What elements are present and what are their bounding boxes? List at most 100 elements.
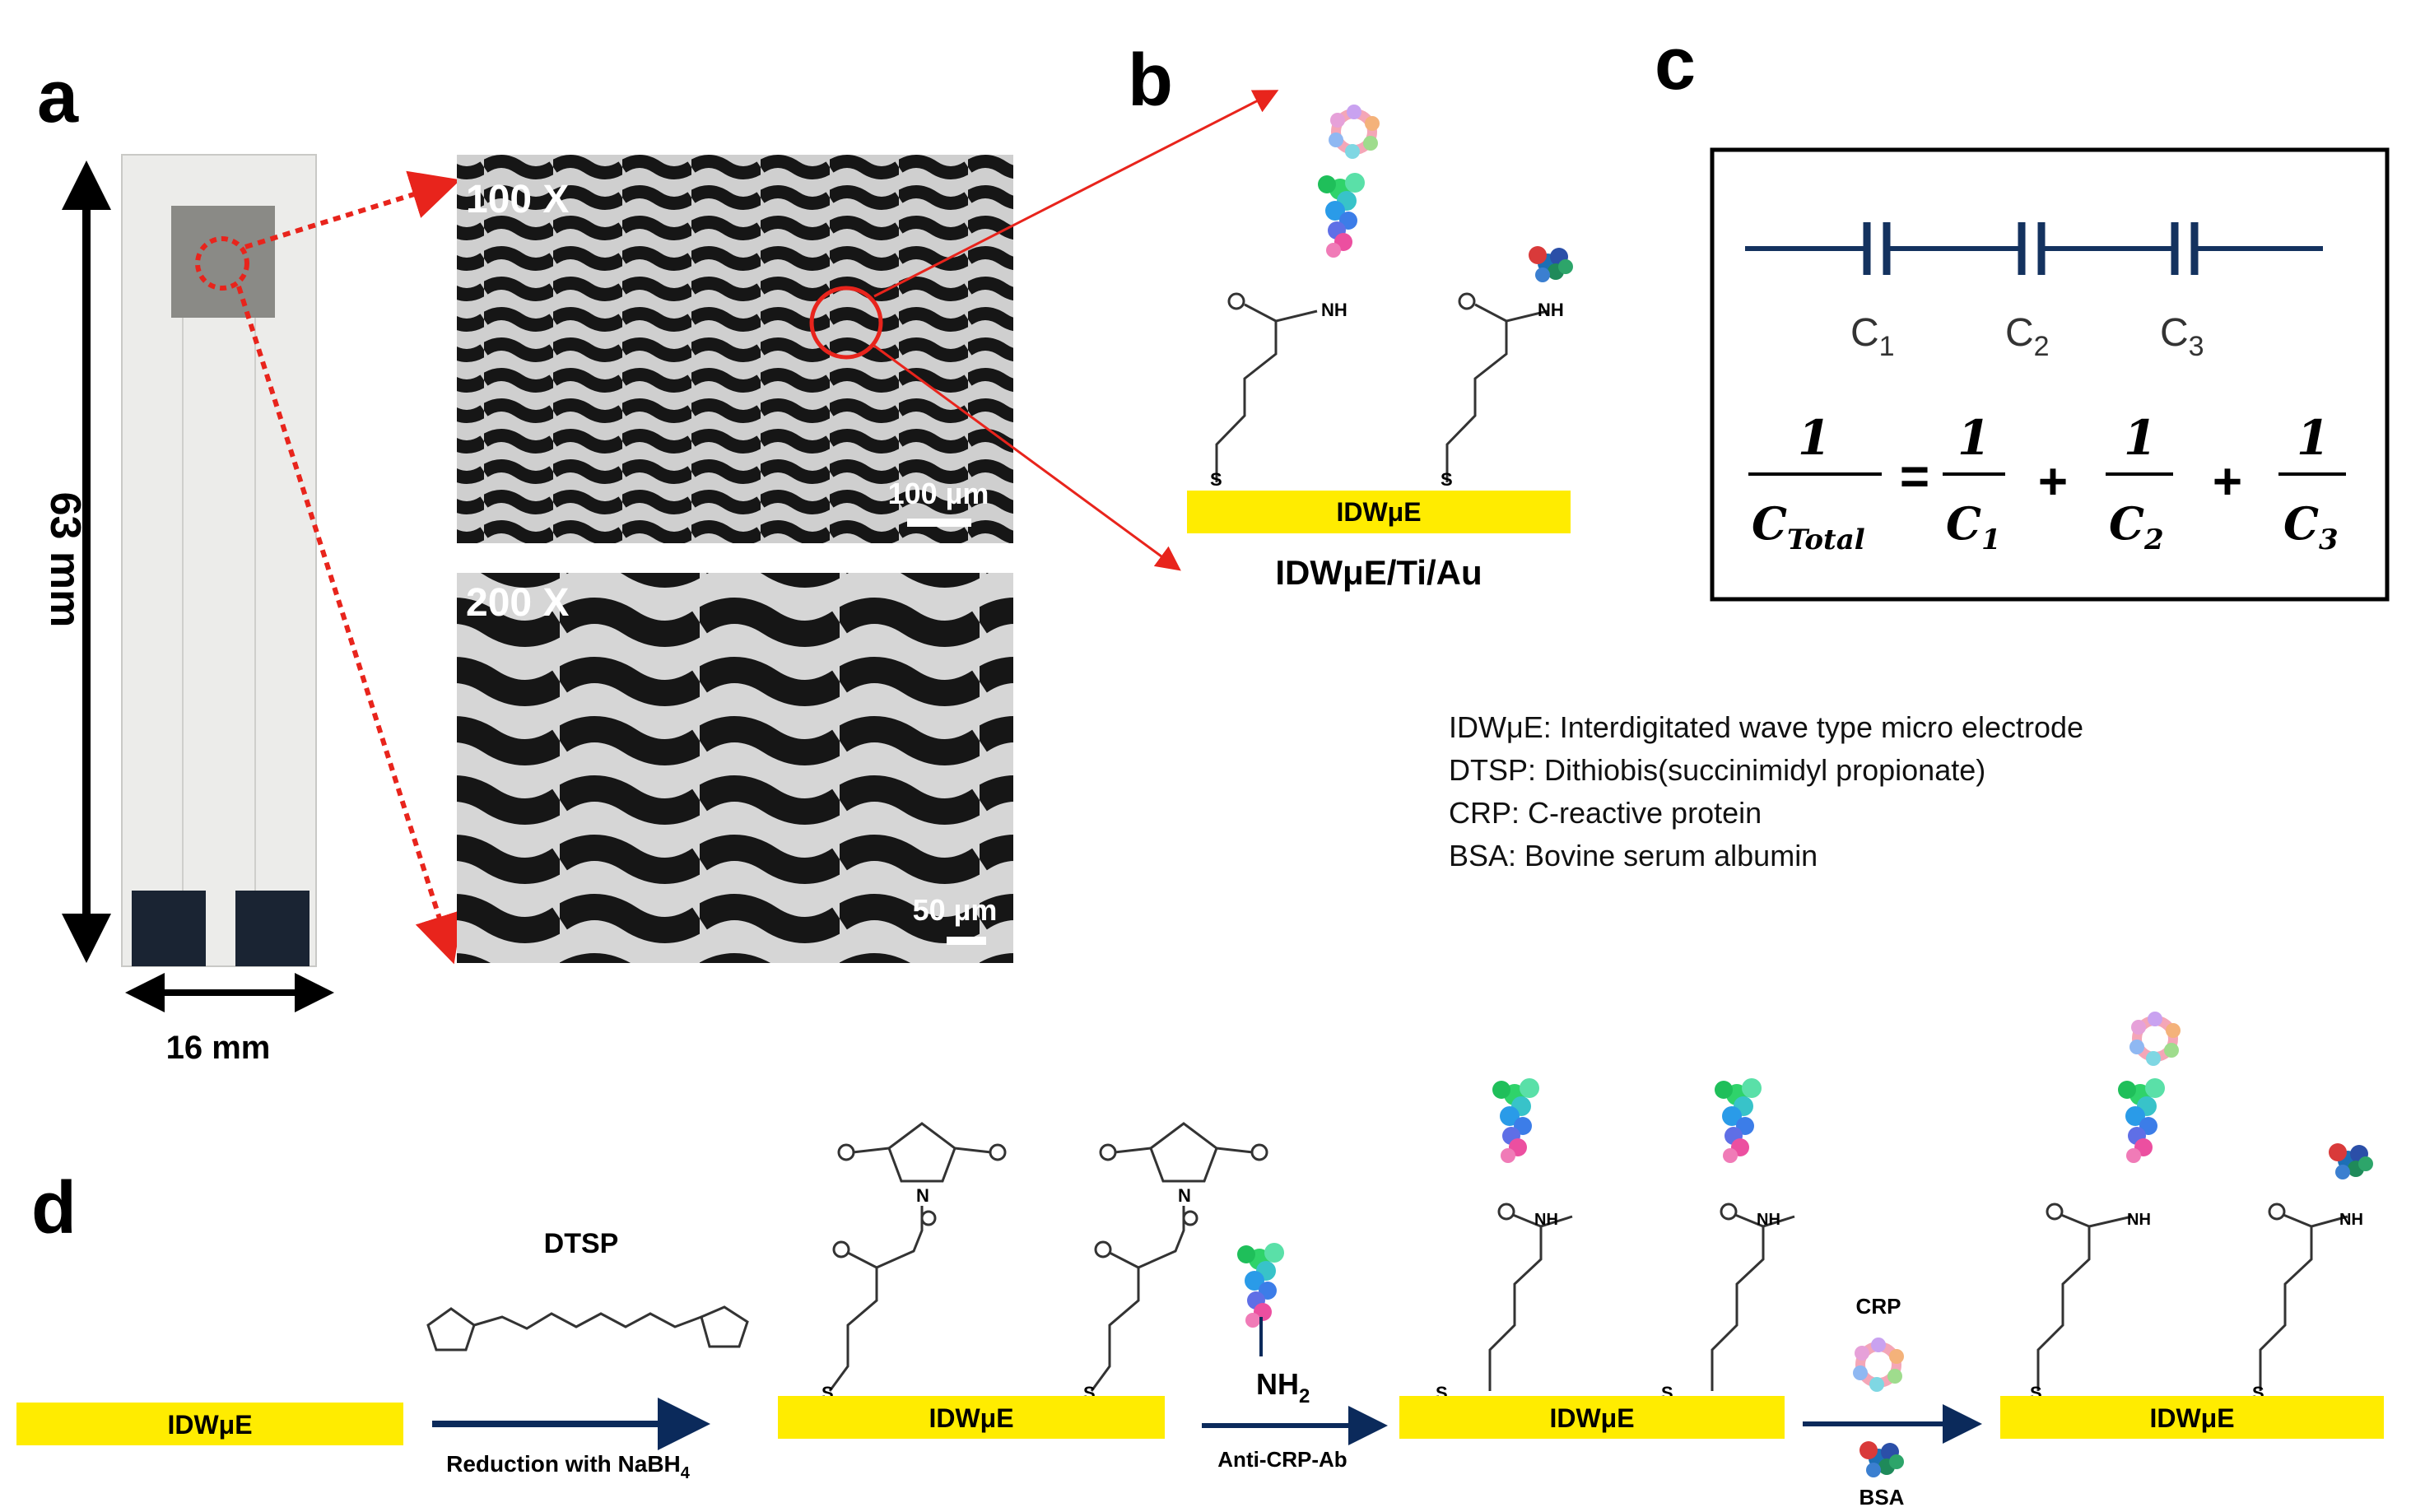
contact-pad-left (132, 891, 206, 966)
electrode-callout-circle (195, 236, 249, 291)
term1-denominator: C1 (1946, 497, 2001, 556)
length-label: 63 mm (41, 492, 89, 628)
plus-sign-1: + (2038, 454, 2068, 510)
magnification-100x: 100 X (466, 178, 569, 221)
substrate-label-b: IDWμE (1336, 497, 1421, 527)
panel-c-letter: c (1655, 23, 1696, 105)
lhs-denominator: CTotal (1752, 497, 1865, 556)
contact-pad-right (235, 891, 310, 966)
linker-d-stage3-left (1488, 1215, 1573, 1391)
scale-bar-100x (907, 519, 971, 527)
series-circuit (1745, 222, 2323, 275)
zoom-arrow-up (873, 90, 1279, 298)
oxygen-d-stage3-right (1720, 1203, 1738, 1221)
micrograph-100x: 100 X 100 µm (457, 155, 1013, 543)
svg-text:N: N (916, 1185, 929, 1206)
scale-bar-label-200x: 50 µm (913, 893, 998, 927)
caption-b: IDWμE/Ti/Au (1275, 553, 1482, 592)
carbonyl-d-stage3-left (1512, 1213, 1542, 1228)
substrate-d-stage2 (778, 1396, 1165, 1439)
circuit-box (1710, 147, 2390, 602)
s-label-b-right: S (1441, 469, 1453, 490)
substrate-label-d-stage2: IDWμE (929, 1403, 1013, 1433)
wave-pattern-100x (457, 155, 1013, 543)
micrograph-200x: 200 X 50 µm (457, 573, 1013, 963)
crp-reagent (1853, 1338, 1904, 1392)
panel-d: d IDWμE DTSP Reduction with NaBH4 N S (16, 1012, 2384, 1510)
capacitor-label-3: C3 (2160, 311, 2204, 362)
bsa-blocking (2329, 1143, 2373, 1179)
term2-denominator: C2 (2109, 497, 2164, 556)
substrate-b (1187, 491, 1571, 533)
step1-caption: Reduction with NaBH4 (446, 1451, 691, 1482)
carbonyl-d-stage3-right (1734, 1213, 1764, 1228)
antibody-reagent (1237, 1243, 1284, 1328)
substrate-label-d-stage4: IDWμE (2149, 1403, 2234, 1433)
scale-bar-200x (947, 937, 986, 945)
callout-arrow-top (244, 170, 461, 249)
electrode-window (171, 206, 275, 318)
panel-b-letter: b (1128, 40, 1173, 122)
nhs-ester-left: N S (822, 1122, 1007, 1403)
step2-caption: Anti-CRP-Ab (1217, 1447, 1347, 1472)
oxygen-b-left (1227, 292, 1245, 310)
panel-b: b NH S NH S IDWμE IDWμE/Ti/Au (873, 40, 1573, 592)
zoom-arrow-down (873, 344, 1181, 571)
crp-captured (2129, 1012, 2181, 1066)
substrate-label-d-stage1: IDWμE (167, 1410, 252, 1440)
bsa-label-d: BSA (1859, 1485, 1905, 1510)
carbonyl-d-stage4-right (2283, 1213, 2312, 1228)
oxygen-d-stage3-left (1497, 1203, 1515, 1221)
zoom-circle (809, 286, 883, 360)
scale-bar-label-100x: 100 µm (888, 477, 989, 510)
linker-d-stage3-right (1711, 1215, 1795, 1391)
linker-chain-b-left (1215, 309, 1318, 482)
antibody-bound-crp (2118, 1078, 2165, 1163)
substrate-d-stage4 (2000, 1396, 2384, 1439)
abbreviation-bsa: BSA: Bovine serum albumin (1449, 839, 1818, 872)
carbonyl-b-left (1244, 303, 1277, 323)
abbreviation-list: IDWμE: Interdigitated wave type micro el… (1449, 710, 2083, 872)
panel-d-letter: d (31, 1167, 77, 1249)
svg-text:N: N (1178, 1185, 1191, 1206)
substrate-d-stage3 (1399, 1396, 1785, 1439)
oxygen-b-right (1458, 292, 1476, 310)
lhs-numerator: 1 (1798, 410, 1831, 466)
nh-label-d-stage3-left: NH (1534, 1211, 1558, 1229)
antibody-bound-left (1492, 1078, 1539, 1163)
linker-chain-b-right (1445, 309, 1548, 482)
plus-sign-2: + (2213, 454, 2242, 510)
bsa-protein-b (1529, 246, 1573, 282)
capacitor-label-2: C2 (2005, 311, 2050, 362)
nh-label-b-left: NH (1321, 300, 1347, 320)
bsa-reagent (1859, 1441, 1904, 1477)
dtsp-label: DTSP (544, 1228, 619, 1259)
abbreviation-crp: CRP: C-reactive protein (1449, 796, 1762, 830)
linker-d-stage4-right (2259, 1215, 2348, 1391)
nh-label-b-right: NH (1538, 300, 1564, 320)
carbonyl-d-stage4-left (2060, 1213, 2090, 1228)
magnification-200x: 200 X (466, 581, 569, 625)
dtsp-molecule (426, 1305, 749, 1351)
crp-protein-b (1329, 105, 1380, 159)
oxygen-d-stage4-right (2268, 1203, 2286, 1221)
panel-a-letter: a (37, 56, 79, 138)
callout-arrow-bottom (236, 286, 463, 965)
term3-numerator: 1 (2297, 410, 2330, 466)
substrate-label-d-stage3: IDWμE (1549, 1403, 1634, 1433)
width-label: 16 mm (166, 1030, 271, 1066)
nh2-label: NH2 (1256, 1367, 1310, 1407)
linker-d-stage4-left (2036, 1215, 2133, 1391)
nh-label-d-stage3-right: NH (1757, 1211, 1780, 1229)
equals-sign: = (1900, 449, 1929, 505)
nh-label-d-stage4-right: NH (2339, 1211, 2363, 1229)
antibody-bound-right (1715, 1078, 1762, 1163)
abbreviation-idwue: IDWμE: Interdigitated wave type micro el… (1449, 710, 2083, 744)
capacitor-label-1: C1 (1850, 311, 1895, 362)
wave-pattern-200x (457, 573, 1013, 963)
substrate-d-stage1 (16, 1403, 403, 1445)
term1-numerator: 1 (1957, 410, 1990, 466)
panel-a: a 63 mm 16 mm 100 X 100 µm 200 X 5 (37, 56, 1013, 1066)
nhs-ester-right: N S (1083, 1122, 1268, 1403)
